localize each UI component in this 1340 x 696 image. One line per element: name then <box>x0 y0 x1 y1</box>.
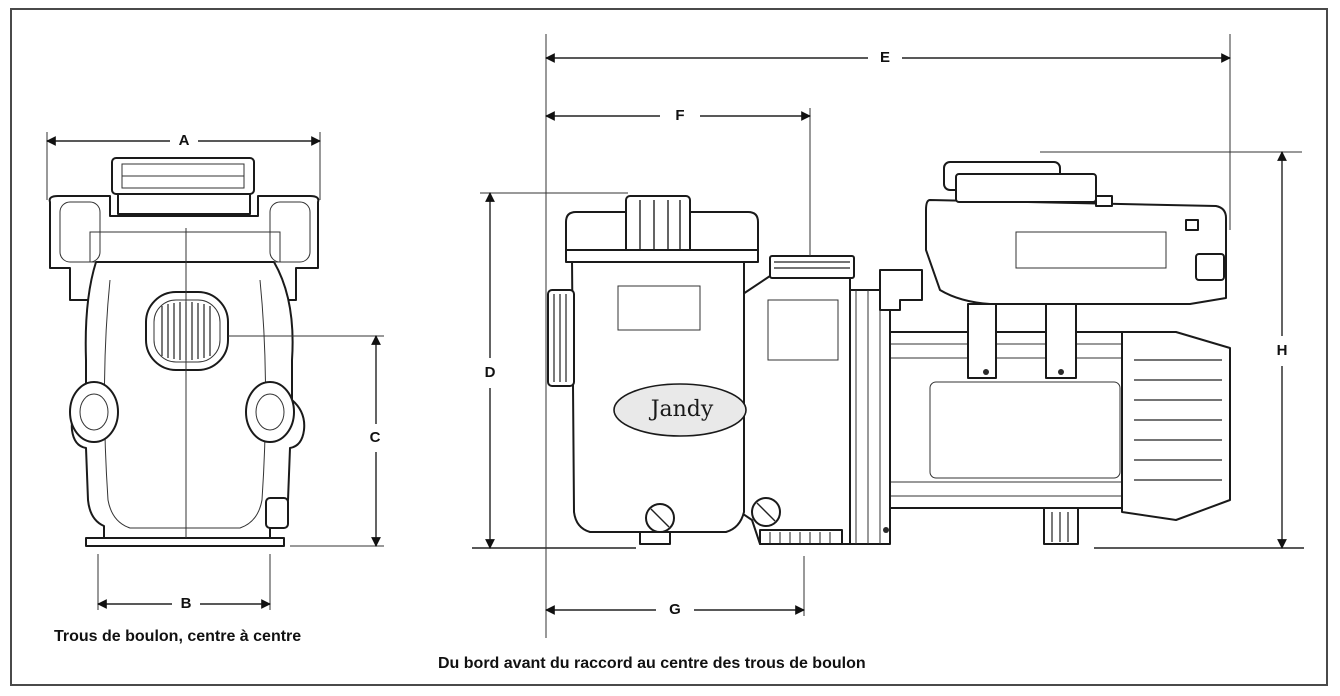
dimension-h-label: H <box>1277 342 1288 359</box>
pump-front-view <box>48 157 320 547</box>
dimension-b-label: B <box>181 595 192 612</box>
dimension-f-label: F <box>675 107 684 124</box>
caption-fitting-edge: Du bord avant du raccord au centre des t… <box>438 655 866 672</box>
pump-side-view: Jandy <box>547 161 1231 545</box>
dimension-b: B <box>97 554 271 612</box>
drawing-frame <box>10 8 1328 686</box>
dimension-g: G <box>545 556 805 618</box>
dimension-c: C <box>228 335 384 547</box>
jandy-logo <box>613 383 747 437</box>
jandy-logo-text: Jandy <box>649 397 714 422</box>
dimension-e-label: E <box>880 49 890 66</box>
dimension-a: A <box>46 132 321 200</box>
dimension-f: F <box>545 107 811 256</box>
caption-bolt-holes: Trous de boulon, centre à centre <box>54 628 302 645</box>
dimension-e: E <box>545 34 1231 638</box>
dimension-c-label: C <box>370 429 381 446</box>
dimension-h: H <box>1040 151 1302 549</box>
dimension-d-label: D <box>485 364 496 381</box>
dimension-a-label: A <box>179 132 190 149</box>
dimension-d: D <box>480 192 628 549</box>
dimension-g-label: G <box>669 601 681 618</box>
